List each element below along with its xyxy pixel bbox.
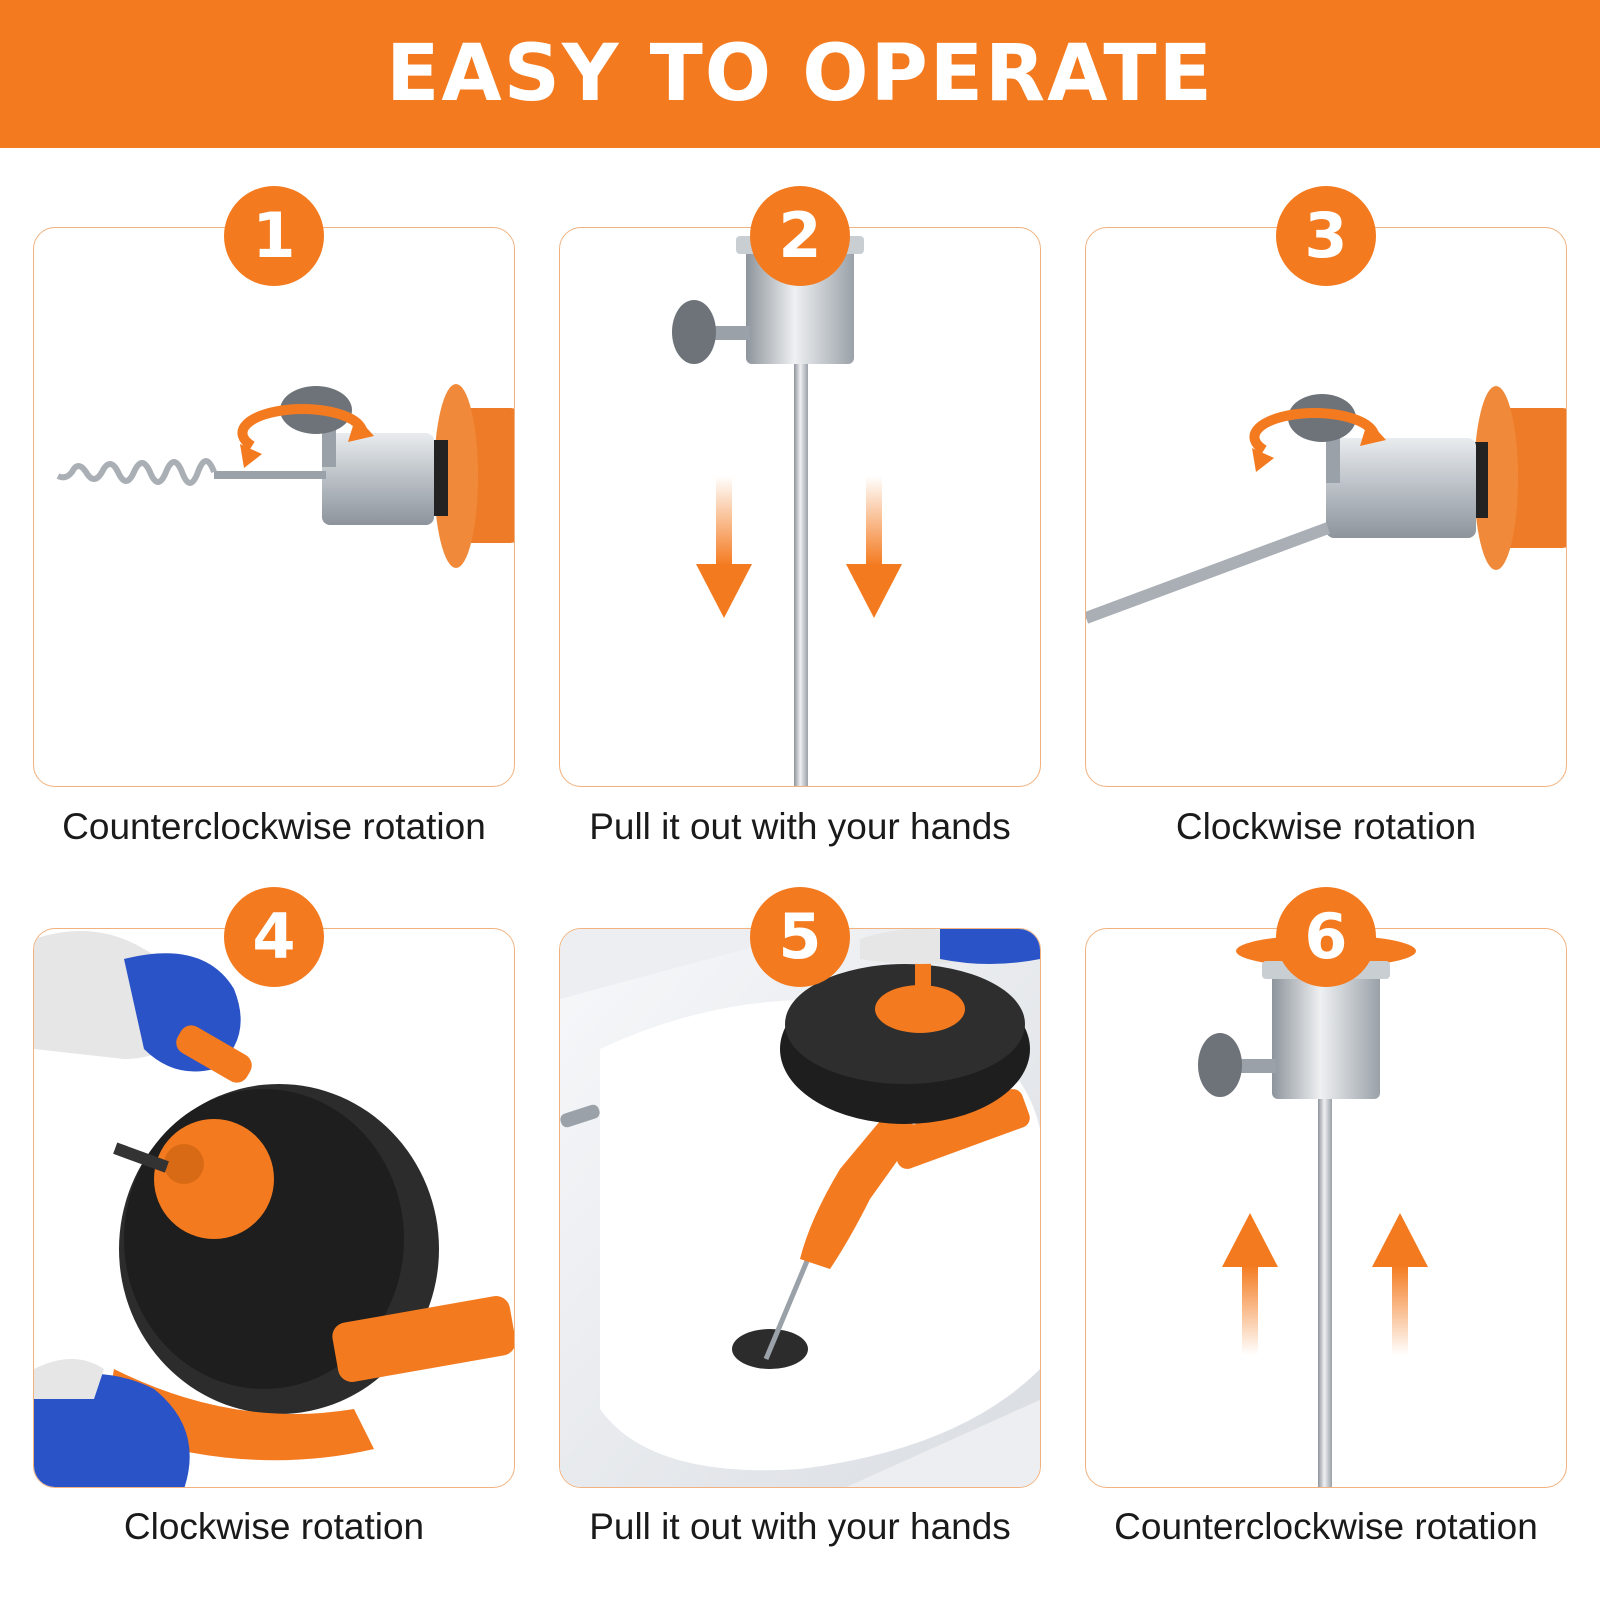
- step-2-badge: 2: [750, 186, 850, 286]
- step-4-badge: 4: [224, 887, 324, 987]
- step-4-caption: Clockwise rotation: [123, 1506, 425, 1547]
- step-5-caption: Pull it out with your hands: [589, 1506, 1011, 1547]
- step-4-illustration: [34, 931, 514, 1487]
- step-6-panel: [1085, 928, 1567, 1488]
- step-6-badge: 6: [1276, 887, 1376, 987]
- step-1-caption: Counterclockwise rotation: [62, 806, 486, 847]
- step-6-caption: Counterclockwise rotation: [1114, 1506, 1538, 1547]
- step-4-panel: [33, 928, 515, 1488]
- step-5-badge: 5: [750, 887, 850, 987]
- step-2-illustration: [672, 236, 902, 786]
- step-3-badge: 3: [1276, 186, 1376, 286]
- step-2-panel: [559, 227, 1041, 787]
- step-3-illustration: [1086, 386, 1566, 624]
- step-6-illustration: [1198, 935, 1428, 1487]
- step-1-badge: 1: [224, 186, 324, 286]
- step-1-illustration: [56, 384, 514, 568]
- step-5-illustration: [560, 929, 1040, 1487]
- step-3-caption: Clockwise rotation: [1175, 806, 1477, 847]
- page-title: EASY TO OPERATE: [386, 29, 1214, 119]
- step-1-panel: [33, 227, 515, 787]
- step-5-panel: [559, 928, 1041, 1488]
- header-banner: EASY TO OPERATE: [0, 0, 1600, 148]
- step-3-panel: [1085, 227, 1567, 787]
- step-2-caption: Pull it out with your hands: [589, 806, 1011, 847]
